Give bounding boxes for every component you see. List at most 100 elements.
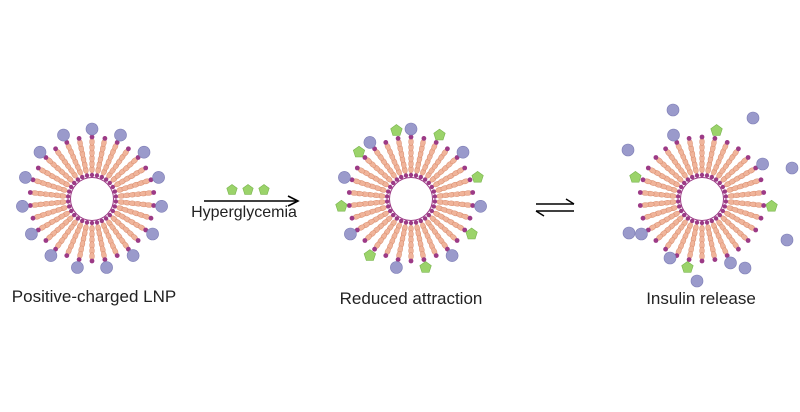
outer-headgroup xyxy=(637,190,643,195)
outer-headgroup xyxy=(470,203,476,208)
inner-headgroup xyxy=(713,177,719,182)
lipid xyxy=(43,155,77,186)
glucose-icons xyxy=(226,184,270,195)
inner-headgroup xyxy=(694,220,700,225)
outer-headgroup xyxy=(354,165,360,171)
lipid xyxy=(372,216,400,252)
insulin-icon xyxy=(390,261,403,274)
lipid xyxy=(408,220,414,264)
inner-headgroup xyxy=(110,208,116,214)
outer-headgroup xyxy=(346,203,352,208)
lipid xyxy=(354,165,393,190)
insulin-icon xyxy=(445,249,459,262)
lipid xyxy=(53,216,81,252)
lipid xyxy=(720,165,759,190)
outer-headgroup xyxy=(151,190,157,195)
inner-headgroup xyxy=(399,218,404,224)
lipid xyxy=(704,220,718,262)
inner-headgroup xyxy=(65,199,71,204)
inner-headgroup xyxy=(429,208,434,214)
outer-headgroup xyxy=(663,146,668,152)
glucose-icon xyxy=(433,128,446,141)
outer-headgroup xyxy=(349,177,355,183)
label-hyperglycemia: Hyperglycemia xyxy=(191,204,297,221)
lipid xyxy=(30,204,72,221)
inner-headgroup xyxy=(84,173,90,178)
free-insulin-icon xyxy=(785,161,799,175)
insulin-icon xyxy=(25,227,38,241)
lipid xyxy=(713,216,741,252)
outer-headgroup xyxy=(724,253,730,258)
glucose-icon xyxy=(242,184,254,195)
glucose-icon xyxy=(363,249,376,261)
inner-headgroup xyxy=(67,189,72,194)
outer-headgroup xyxy=(758,215,764,221)
inner-headgroup xyxy=(99,174,105,180)
lipid xyxy=(418,218,439,258)
lipid xyxy=(76,136,90,178)
inner-headgroup xyxy=(699,172,705,178)
lipid xyxy=(645,165,684,190)
outer-headgroup xyxy=(35,227,41,233)
outer-headgroup xyxy=(433,253,439,258)
lipid xyxy=(349,177,391,194)
outer-headgroup xyxy=(753,227,759,233)
lipid xyxy=(713,146,741,182)
inner-headgroup xyxy=(704,220,710,225)
insulin-icon xyxy=(152,171,165,184)
glucose-icon xyxy=(226,184,238,195)
outer-headgroup xyxy=(745,155,751,160)
inner-headgroup xyxy=(431,189,436,194)
outer-headgroup xyxy=(712,257,718,262)
free-insulin-icon xyxy=(738,261,752,275)
outer-headgroup xyxy=(470,190,476,195)
free-insulin-icon xyxy=(690,274,704,288)
inner-headgroup xyxy=(418,174,423,180)
lipid xyxy=(99,140,120,180)
outer-headgroup xyxy=(143,165,149,171)
inner-headgroup xyxy=(384,194,390,199)
lipid xyxy=(53,146,81,182)
outer-headgroup xyxy=(699,258,705,264)
lipid xyxy=(699,134,705,178)
insulin-icon xyxy=(338,171,351,184)
lnp-core xyxy=(70,177,114,221)
insulin-icon xyxy=(635,227,648,241)
outer-headgroup xyxy=(395,136,401,141)
outer-headgroup xyxy=(102,257,108,262)
lipid xyxy=(432,190,476,199)
lipid xyxy=(107,155,141,186)
outer-headgroup xyxy=(408,134,414,140)
glucose-icon xyxy=(258,184,270,195)
inner-headgroup xyxy=(432,194,438,199)
inner-headgroup xyxy=(677,204,682,209)
free-insulin-icon xyxy=(780,233,794,247)
lnp-core xyxy=(389,177,433,221)
outer-headgroup xyxy=(761,190,767,195)
outer-headgroup xyxy=(148,215,154,221)
outer-headgroup xyxy=(724,140,730,145)
insulin-icon xyxy=(404,122,418,136)
outer-headgroup xyxy=(712,136,718,141)
inner-headgroup xyxy=(394,177,400,182)
insulin-icon xyxy=(44,249,58,262)
inner-headgroup xyxy=(694,173,700,178)
lipid xyxy=(722,204,764,221)
free-insulin-icon xyxy=(746,111,760,125)
lipid xyxy=(94,136,108,178)
outer-headgroup xyxy=(640,177,646,183)
insulin-icon xyxy=(114,128,127,142)
lipid xyxy=(113,190,157,199)
inner-headgroup xyxy=(709,174,714,180)
inner-headgroup xyxy=(413,173,419,178)
lipid xyxy=(723,199,767,208)
insulin-icon xyxy=(456,145,470,159)
inner-headgroup xyxy=(72,180,77,186)
lipid xyxy=(27,190,71,199)
lipid xyxy=(76,220,90,262)
outer-headgroup xyxy=(758,177,764,183)
arrow-head xyxy=(287,195,300,207)
insulin-icon xyxy=(474,200,487,213)
inner-headgroup xyxy=(720,208,725,214)
